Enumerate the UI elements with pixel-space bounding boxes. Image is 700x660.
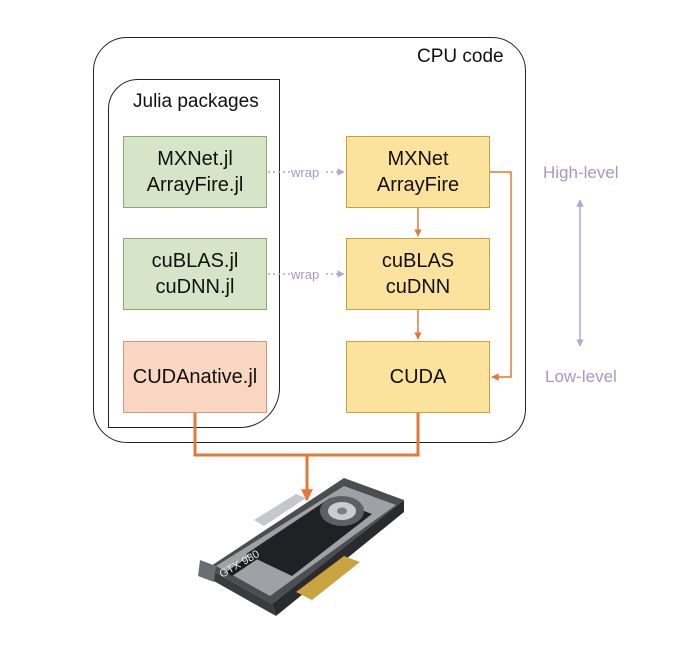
cublas-cudnn-box: cuBLAS cuDNN — [346, 238, 490, 310]
library-line: ArrayFire — [376, 174, 460, 196]
package-line: MXNet.jl — [157, 148, 233, 170]
cuda-box: CUDA — [346, 341, 490, 413]
arrow-mxnet-to-cuda-bypass — [490, 171, 512, 381]
connector-cudanative-to-gpu — [193, 413, 307, 457]
library-line: CUDA — [389, 366, 447, 388]
package-line: cuBLAS.jl — [151, 250, 239, 272]
low-level-label: Low-level — [545, 367, 617, 386]
library-line: cuBLAS — [381, 250, 455, 272]
gpu-card-icon: GTX 980 — [198, 478, 404, 616]
mxnet-arrayfire-box: MXNet ArrayFire — [346, 136, 490, 208]
package-line: cuDNN.jl — [155, 276, 235, 298]
connector-cuda-to-gpu — [307, 413, 420, 457]
high-level-label: High-level — [543, 163, 619, 182]
wrap-label-middle: wrap — [291, 267, 320, 282]
cpu-code-title: CPU code — [417, 46, 504, 67]
library-line: MXNet — [387, 148, 449, 170]
package-line: ArrayFire.jl — [146, 174, 244, 196]
package-line: CUDAnative.jl — [132, 366, 258, 388]
wrap-label-top: wrap — [291, 165, 320, 180]
library-line: cuDNN — [385, 276, 451, 298]
mxnet-arrayfire-jl-box: MXNet.jl ArrayFire.jl — [123, 136, 267, 208]
julia-packages-title: Julia packages — [133, 91, 259, 112]
cpu-code-frame — [93, 37, 526, 443]
cudanative-jl-box: CUDAnative.jl — [123, 341, 267, 413]
cublas-cudnn-jl-box: cuBLAS.jl cuDNN.jl — [123, 238, 267, 310]
